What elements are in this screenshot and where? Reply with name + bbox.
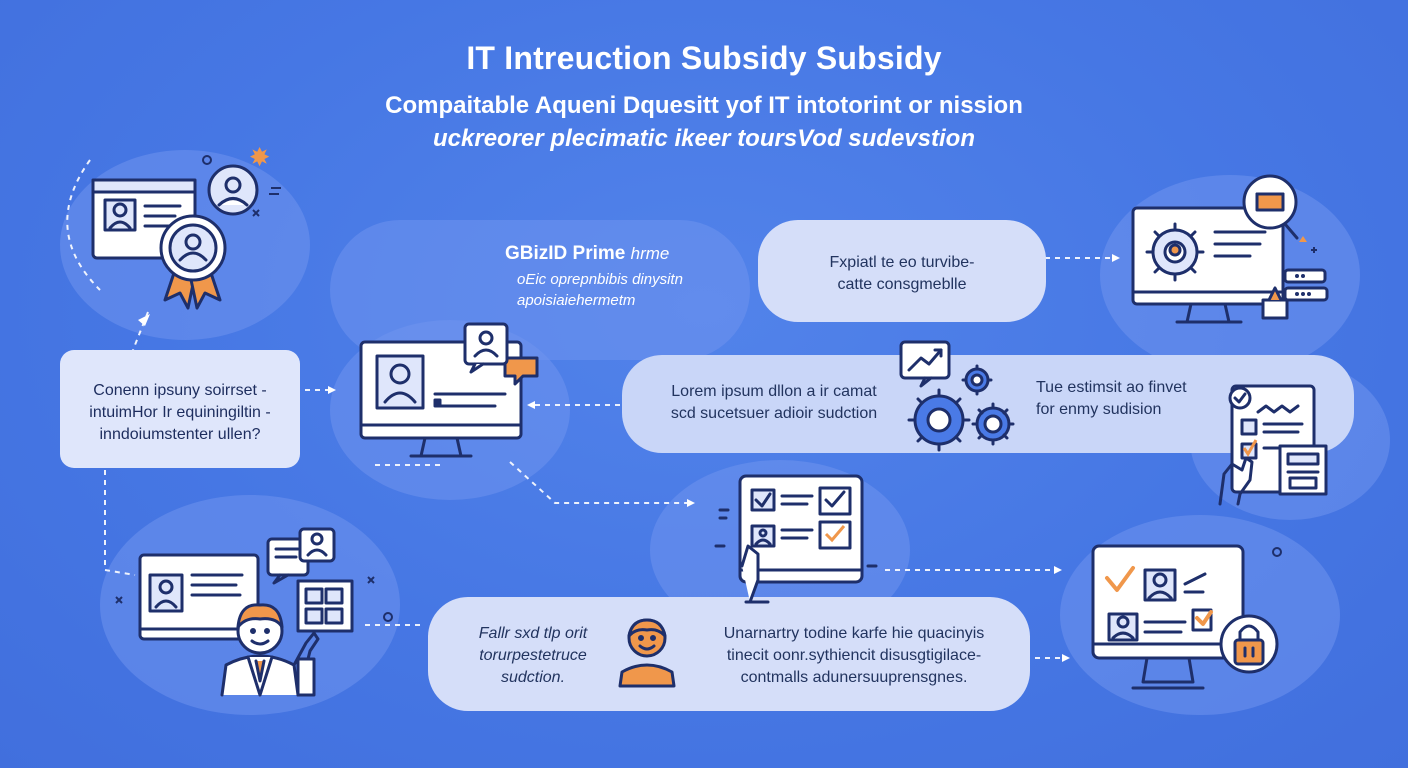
gears-analytics-icon	[899, 340, 1015, 452]
left-card-line: inndoiumstenter ullen?	[99, 426, 261, 443]
arrow-head	[1062, 654, 1070, 662]
middle-left-line: scd sucetsuer adioir sudction	[670, 405, 878, 422]
bottom-left-line: Fallr sxd tlp orit	[478, 625, 588, 642]
middle-right-line: for enmy sudision	[1036, 401, 1162, 418]
middle-left-line: Lorem ipsum dllon a ir camat	[671, 383, 877, 400]
bottom-right-line: tinecit oonr.sythiencit disusgtigilace-	[726, 647, 982, 664]
document-checklist-icon	[1218, 384, 1328, 506]
arrow-head	[527, 401, 535, 409]
page-subtitle: Compaitable Aqueni Dquesitt yof IT intot…	[0, 89, 1408, 155]
monitor-lock-icon	[1091, 544, 1282, 690]
arrow-head	[1054, 566, 1062, 574]
middle-right-line: Tue estimsit ao finvet	[1036, 379, 1187, 396]
bottom-right-line: contmalls adunersuuprensgnes.	[740, 669, 968, 686]
certificate-id-card-icon	[91, 147, 281, 310]
left-info-card: Conenn ipsuny soirrset - intuimHor Ir eq…	[60, 350, 300, 468]
bottom-right-line: Unarnartry todine karfe hie quacinyis	[723, 625, 985, 642]
left-card-line: Conenn ipsuny soirrset -	[93, 382, 267, 399]
arrow-head	[687, 499, 695, 507]
monitor-checklist-icon	[714, 474, 878, 604]
page-title: IT Intreuction Subsidy Subsidy	[466, 40, 942, 76]
gbizid-line: apoisiaiehermetm	[517, 292, 636, 309]
left-card-line: intuimHor Ir equiningiltin -	[89, 404, 271, 421]
monitor-profile-icon	[359, 322, 539, 458]
arrow-head	[1112, 254, 1120, 262]
subtitle-line-1: Compaitable Aqueni Dquesitt yof IT intot…	[385, 92, 1023, 119]
gbizid-label: GBizID Prime hrme oEic oprepnbibis dinys…	[505, 243, 735, 311]
user-circle-icon	[618, 618, 676, 688]
top-pill-line: catte consgmeblle	[837, 276, 967, 293]
top-right-pill: Fxpiatl te eo turvibe- catte consgmeblle	[758, 220, 1046, 322]
monitor-settings-icon	[1131, 174, 1329, 324]
person-monitor-icon	[115, 527, 393, 697]
gbizid-title: GBizID Prime	[505, 243, 626, 264]
arrow-head	[328, 386, 336, 394]
gbizid-title-suffix: hrme	[630, 244, 670, 263]
bottom-left-line: sudction.	[500, 669, 566, 686]
bottom-pill: Fallr sxd tlp orit torurpestetruce sudct…	[428, 597, 1030, 711]
subtitle-line-2: uckreorer plecimatic ikeer toursVod sude…	[433, 125, 975, 152]
header: IT Intreuction Subsidy Subsidy Compaitab…	[0, 40, 1408, 155]
arrow-head	[138, 314, 150, 326]
bottom-left-line: torurpestetruce	[479, 647, 587, 664]
gbizid-line: oEic oprepnbibis dinysitn	[517, 271, 683, 288]
top-pill-line: Fxpiatl te eo turvibe-	[829, 254, 975, 271]
